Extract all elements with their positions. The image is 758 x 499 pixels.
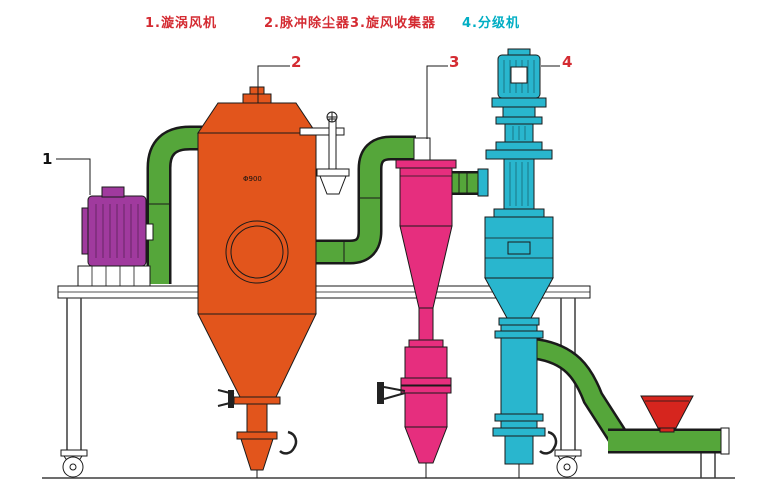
pulse-valve-assembly xyxy=(299,111,350,195)
lever-hub xyxy=(377,382,384,404)
classifier-body xyxy=(484,216,554,279)
callout-number-2: 2 xyxy=(291,53,302,71)
discharge-neck xyxy=(246,403,268,433)
legend-item-blower: 1.漩涡风机 xyxy=(145,16,217,31)
leader-2 xyxy=(257,65,290,103)
flange xyxy=(498,317,540,326)
classifier xyxy=(477,48,554,478)
flange xyxy=(408,339,444,348)
tube-end-cap xyxy=(720,427,730,455)
body-inspection-plate xyxy=(507,241,531,255)
wide-plate xyxy=(485,149,553,160)
legend-item-collector: 2.脉冲除尘器 xyxy=(264,16,350,31)
vessel-cone xyxy=(197,313,317,398)
pipe-body xyxy=(149,128,208,284)
pipe-body xyxy=(314,138,416,262)
bin-discharge-cone xyxy=(404,426,448,464)
screw-conveyor-tube xyxy=(608,427,730,455)
lever-arms xyxy=(383,386,406,400)
flange xyxy=(495,141,543,151)
leader-lines xyxy=(56,65,560,195)
platform-table xyxy=(57,285,591,457)
callout-number-4: 4 xyxy=(562,53,573,71)
pipe-blower-to-collector xyxy=(146,125,208,284)
bracket-hook-left xyxy=(279,430,298,455)
lever-hub xyxy=(228,390,234,408)
caster-wheel-left xyxy=(62,455,84,478)
inlet-flange xyxy=(477,168,489,197)
leg-foot-right xyxy=(554,449,582,457)
flange xyxy=(491,97,547,108)
cyclone-outlet-stub xyxy=(413,137,431,163)
column-fins xyxy=(509,162,529,206)
leader-3 xyxy=(426,65,448,139)
feed-hopper xyxy=(640,395,694,433)
callout-number-1: 1 xyxy=(42,150,53,168)
legend-item-classifier: 4.分级机 xyxy=(462,16,520,31)
bin-flange xyxy=(400,385,452,394)
discharge-cone xyxy=(240,438,274,471)
pulse-pipe xyxy=(328,118,337,172)
bracket-plate xyxy=(316,168,350,177)
manhole-inner xyxy=(230,225,284,279)
leader-1 xyxy=(56,158,91,195)
pulse-arm xyxy=(299,127,345,136)
pipe-body xyxy=(534,340,628,445)
blower-stand xyxy=(77,265,151,287)
collector-valve-lever xyxy=(217,389,235,408)
lever-arms xyxy=(217,389,235,407)
feed-chute-pipe xyxy=(533,338,630,446)
caster-wheel-right xyxy=(556,455,578,478)
pipe-collector-to-cyclone xyxy=(314,135,416,265)
platform-leg-left xyxy=(66,298,82,450)
shaft-neck xyxy=(502,106,536,118)
dome-cap xyxy=(242,93,272,104)
pulse-dust-collector: Φ900 xyxy=(197,86,350,478)
motor-fins xyxy=(95,204,139,258)
stand-dividers xyxy=(91,266,135,286)
flange xyxy=(233,396,281,405)
leg-foot-left xyxy=(60,449,88,457)
drive-column xyxy=(503,158,535,210)
band-flange xyxy=(494,330,544,339)
bracket-hopper xyxy=(319,175,347,195)
bracket-hook-right xyxy=(539,430,558,455)
spacer-fins xyxy=(512,126,526,140)
flange xyxy=(495,116,543,125)
hopper-funnel xyxy=(640,395,694,429)
wheel-hub xyxy=(563,463,571,471)
band-flange xyxy=(494,413,544,422)
discharge-spout xyxy=(504,435,534,465)
vessel-dome xyxy=(197,102,317,134)
motor-face-plate xyxy=(510,66,528,84)
terminal-box xyxy=(101,186,125,198)
conveyor-support xyxy=(697,451,719,478)
wheel-hub xyxy=(69,463,77,471)
top-flange xyxy=(395,159,457,169)
valve-cross xyxy=(327,112,337,122)
callout-number-3: 3 xyxy=(449,53,460,71)
cyclone-barrel xyxy=(399,167,453,227)
drop-pipe xyxy=(418,307,434,341)
vessel-marking: Φ900 xyxy=(243,175,262,183)
shaft-stub xyxy=(145,223,154,241)
vortex-blower xyxy=(77,186,154,287)
flange xyxy=(493,208,545,218)
lower-cylinder xyxy=(500,324,538,429)
body-seams xyxy=(485,237,553,259)
cyclone-valve-lever xyxy=(377,382,406,404)
manhole-outer xyxy=(225,220,289,284)
vessel-body xyxy=(197,132,317,315)
bin-flange xyxy=(400,377,452,386)
cyclone-collector xyxy=(377,137,457,478)
legend-item-cyclone: 3.旋风收集器 xyxy=(350,16,436,31)
bottom-flange xyxy=(492,427,546,437)
flange xyxy=(236,431,278,440)
support-legs xyxy=(697,451,719,478)
